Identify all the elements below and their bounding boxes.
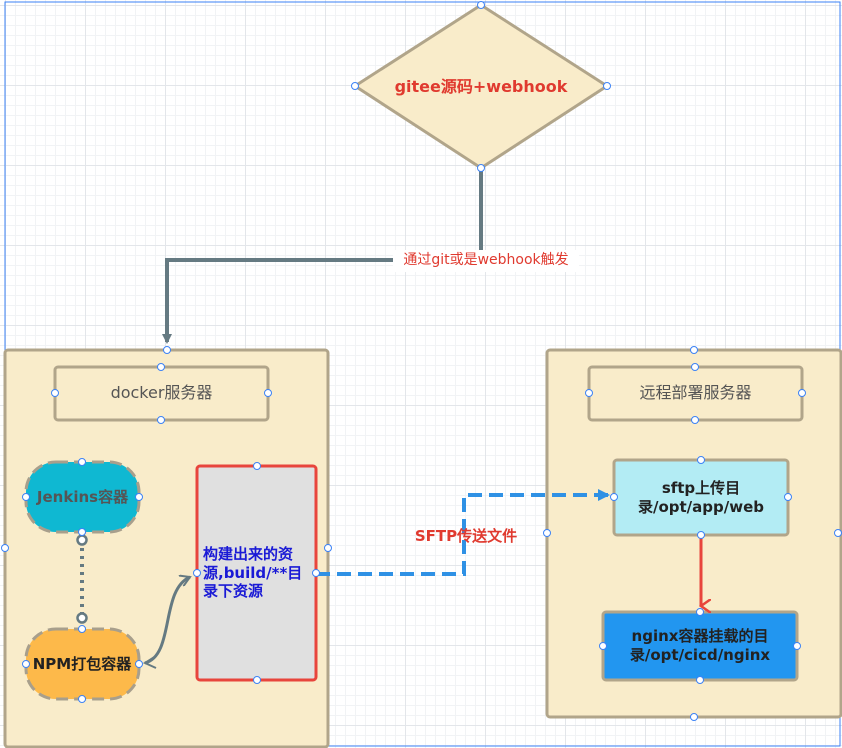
gitee-node-label: gitee源码+webhook	[394, 77, 568, 96]
npm-container-label: NPM打包容器	[32, 654, 132, 673]
nginx-mount-label: nginx容器挂载的目录/opt/cicd/nginx	[629, 627, 771, 664]
build-output-label: 构建出来的资源,build/**目录下资源	[203, 544, 303, 601]
jenkins-container-label: Jenkins容器	[36, 487, 129, 506]
trigger-connector[interactable]	[162, 168, 483, 344]
sftp-upload-label: sftp上传目录/opt/app/web	[637, 479, 764, 516]
link-end-dot	[76, 612, 88, 624]
link-end-dot	[76, 534, 88, 546]
npm-build-connector-tail	[142, 655, 157, 669]
trigger-label: 通过git或是webhook触发	[393, 250, 579, 272]
sftp-transfer-label: SFTP传送文件	[414, 526, 518, 545]
docker-server-label: docker服务器	[110, 383, 213, 402]
remote-server-label: 远程部署服务器	[639, 383, 752, 402]
selection-handles	[1, 1, 842, 721]
sftp-connector[interactable]	[316, 489, 610, 576]
